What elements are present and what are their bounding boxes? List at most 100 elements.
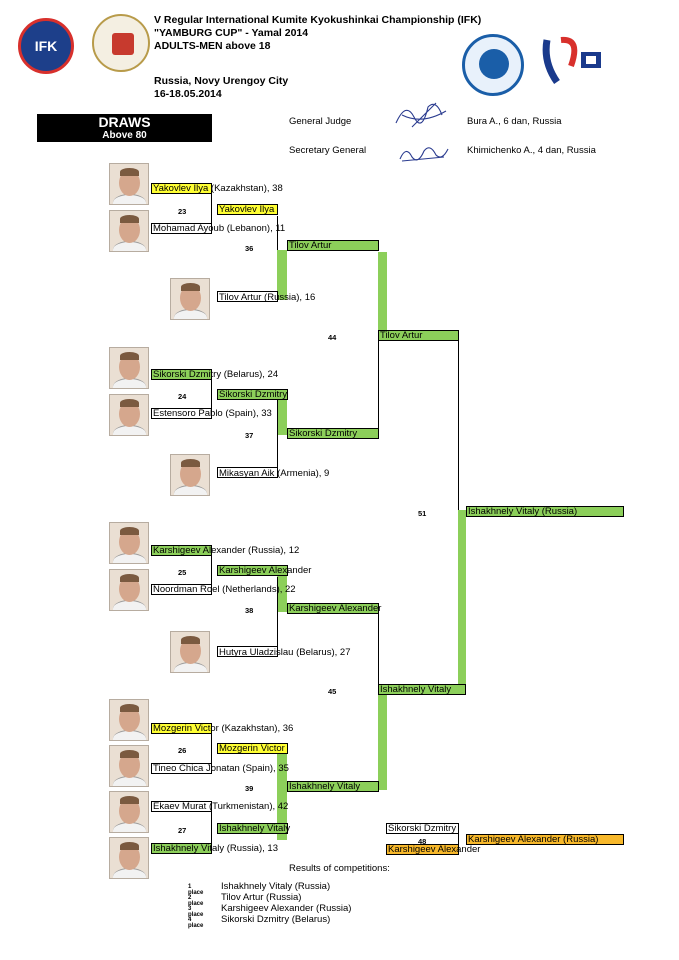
fighter-photo [170,631,210,673]
event-category: ADULTS-MEN above 18 [154,40,271,52]
match-winner-26: Mozgerin Victor [217,743,288,754]
fighter-highlight-winner [151,545,212,556]
yamburg-cup-logo [462,34,524,96]
kyokushin-logo [542,36,601,85]
yamal-seal-logo [92,14,150,72]
bronze-winner-box: Karshigeev Alexander (Russia) [466,834,624,845]
bronze-contender: Sikorski Dzmitry [386,823,459,834]
ifk-logo: IFK [18,18,74,74]
official-role-secretary: Secretary General [289,145,367,156]
fighter-highlight [151,801,212,812]
fighter-highlight-winner [151,369,212,380]
match-winner-25: Karshigeev Alexander [217,565,312,576]
bracket-line [211,193,212,227]
judge-signature [395,102,447,128]
fighter-entry: Yakovlev Ilya (Kazakhstan), 38 [153,183,283,194]
match-winner-39: Ishakhnely Vitaly [287,781,379,792]
bracket-win-path [277,570,287,612]
place-name: Tilov Artur (Russia) [221,892,302,903]
place-label: 1 place [188,884,204,896]
fighter-entry: Hutyra Uladzislau (Belarus), 27 [219,647,351,658]
match-winner-27: Ishakhnely Vitaly [217,823,291,834]
fighter-entry: Mohamad Ayoub (Lebanon), 11 [153,223,286,234]
bracket-win-path [458,510,466,692]
match-winner-45: Ishakhnely Vitaly [378,684,466,695]
match-winner-38: Karshigeev Alexander [287,603,382,614]
fighter-highlight [151,408,212,419]
place-name: Karshigeev Alexander (Russia) [221,903,352,914]
bracket-line [277,577,278,652]
official-role-judge: General Judge [289,116,352,127]
match-winner-37: Sikorski Dzmitry [287,428,379,439]
location-block: Russia, Novy Urengoy City 16-18.05.2014 [154,75,288,101]
bracket-win-path [277,748,287,840]
fighter-highlight [151,584,212,595]
match-number: 38 [245,606,254,615]
place-name: Sikorski Dzmitry (Belarus) [221,914,331,925]
bracket-win-path [378,688,387,790]
fighter-entry: Noordman Roel (Netherlands), 22 [153,584,296,595]
match-number: 24 [178,392,187,401]
fighter-highlight-winner [151,843,212,854]
match-number: 45 [328,687,337,696]
match-number: 25 [178,568,187,577]
bracket-win-path [378,252,387,336]
match-winner-23: Yakovlev Ilya [217,204,278,215]
fighter-entry: Mikasyan Aik (Armenia), 9 [219,468,330,479]
fighter-highlight [151,763,212,774]
match-winner-36: Tilov Artur [287,240,379,251]
place-label: 4 place [188,917,204,929]
bracket-line [277,400,278,475]
match-number: 27 [178,826,187,835]
fighter-entry: Tineo Chica Jonatan (Spain), 35 [153,763,289,774]
fighter-entry: Ekaev Murat (Turkmenistan), 42 [153,801,289,812]
fighter-entry: Ishakhnely Vitaly (Russia), 13 [153,843,278,854]
fighter-photo [109,791,149,833]
fighter-entry: Mozgerin Victor (Kazakhstan), 36 [153,723,294,734]
bracket-win-path [277,393,287,435]
fighter-photo [109,837,149,879]
event-dates: 16-18.05.2014 [154,88,222,100]
match-number: 37 [245,431,254,440]
place-name: Ishakhnely Vitaly (Russia) [221,881,331,892]
fighter-photo [109,699,149,741]
fighter-highlight [151,223,212,234]
fighter-photo [170,454,210,496]
fighter-photo [109,347,149,389]
match-winner-24: Sikorski Dzmitry [217,389,288,400]
match-winner-44: Tilov Artur [378,330,459,341]
match-number: 26 [178,746,187,755]
match-number: 51 [418,509,427,518]
fighter-entry: Tilov Artur (Russia), 16 [219,292,316,303]
match-number: 39 [245,784,254,793]
fighter-highlight [217,646,278,657]
bronze-contender-winner: Karshigeev Alexander [386,844,481,855]
bracket-line [211,730,212,764]
draws-title: DRAWS [98,114,151,130]
official-name-secretary: Khimichenko A., 4 dan, Russia [467,145,596,156]
match-number: 36 [245,244,254,253]
place-label: 2 place [188,895,204,907]
fighter-photo [170,278,210,320]
bracket-win-path [277,250,287,300]
fighter-highlight [217,467,278,478]
draws-weight: Above 80 [102,130,147,141]
draws-box: DRAWS Above 80 [37,114,212,142]
place-label: 3 place [188,906,204,918]
fighter-photo [109,163,149,205]
fighter-photo [109,210,149,252]
fighter-highlight-winner [151,723,212,734]
fighter-photo [109,522,149,564]
bracket-line [211,807,212,849]
bracket-line [211,552,212,586]
match-number: 44 [328,333,337,342]
bracket-line [211,377,212,411]
fighter-highlight-winner [151,183,212,194]
header-block: V Regular International Kumite Kyokushin… [154,14,481,53]
match-number: 23 [178,207,187,216]
results-heading: Results of competitions: [289,863,390,874]
event-title: V Regular International Kumite Kyokushin… [154,14,482,26]
fighter-photo [109,394,149,436]
fighter-highlight [217,291,278,302]
champion-box: Ishakhnely Vitaly (Russia) [466,506,624,517]
